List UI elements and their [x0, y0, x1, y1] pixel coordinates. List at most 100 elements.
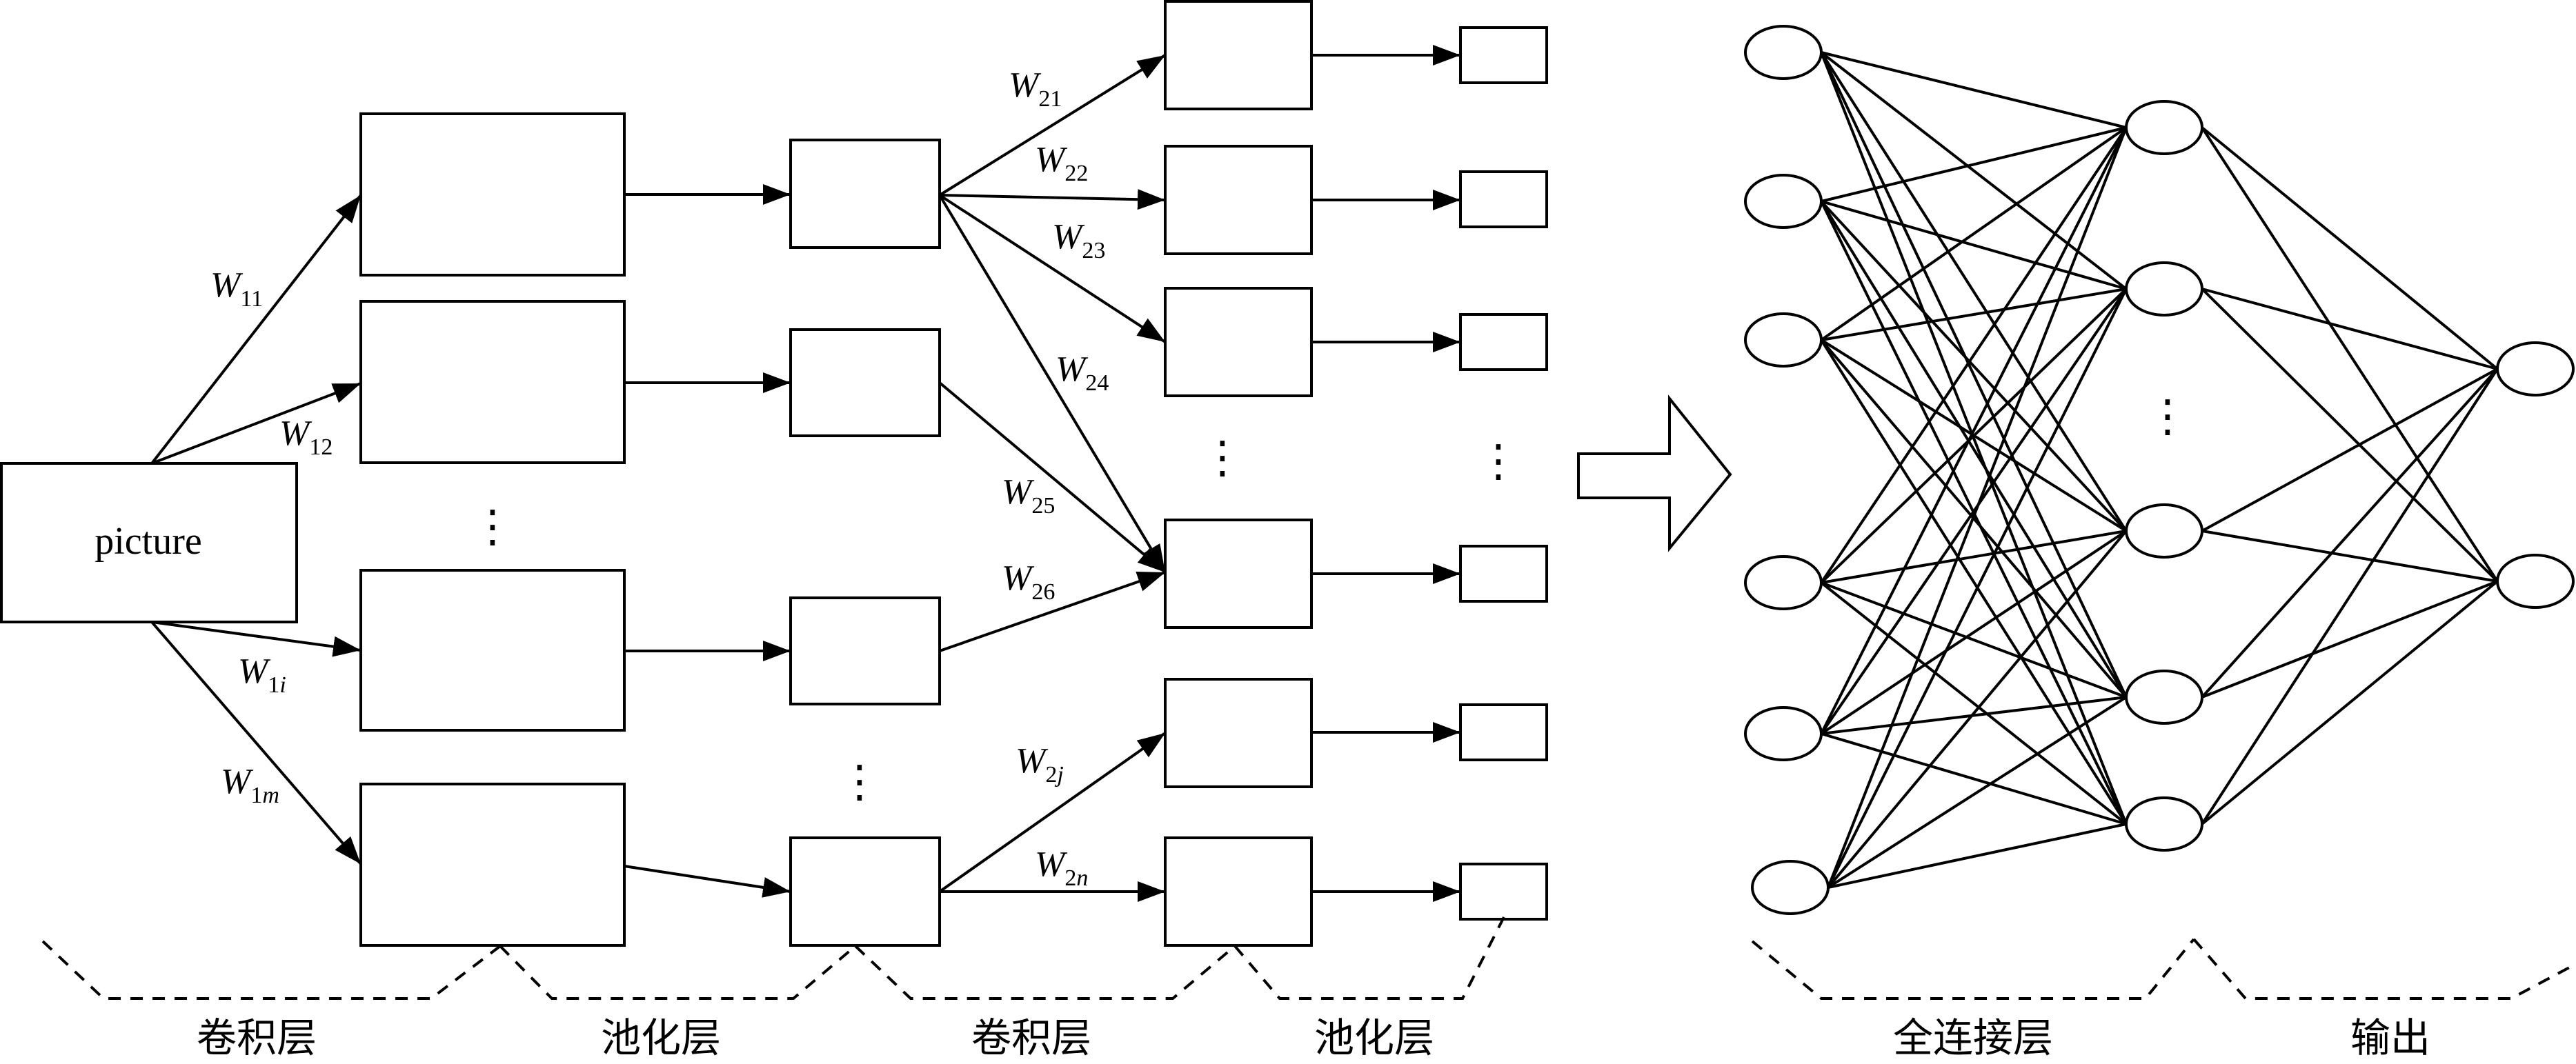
- pool1-ellipsis: ⋮: [838, 756, 882, 807]
- weight-label-w21: W21: [1009, 66, 1062, 112]
- section-braces: [41, 916, 2574, 1000]
- pool1-map-2: [789, 328, 941, 437]
- fc-hidden-node: [2125, 100, 2203, 155]
- weight-label-w2n: W2n: [1035, 845, 1088, 891]
- fc-hidden-node: [2125, 503, 2203, 559]
- fully-connected-edges: [1820, 51, 2499, 889]
- fc-input-node: [1744, 706, 1823, 761]
- input-picture-box: picture: [0, 462, 298, 623]
- fc-edge: [1820, 127, 2128, 734]
- section-label-pool1: 池化层: [601, 1014, 721, 1061]
- fc-edge: [1827, 530, 2128, 889]
- fc-edge: [2201, 368, 2498, 532]
- weight-label-w24: W24: [1056, 350, 1109, 396]
- fc-edge: [1821, 288, 2127, 341]
- conv2-map-3: [1164, 287, 1313, 397]
- fc-input-node: [1751, 860, 1830, 915]
- fc-edge: [1820, 530, 2128, 735]
- conv2-map-4: [1164, 519, 1313, 629]
- input-to-conv1-arrows: [150, 194, 362, 865]
- pool2-map-6: [1459, 863, 1548, 921]
- section-label-output: 输出: [2350, 1014, 2430, 1061]
- fc-hidden-nodes: [2125, 100, 2203, 852]
- conv2-map-2: [1164, 145, 1313, 255]
- fc-edge: [1820, 52, 2128, 825]
- pool2-map-4: [1459, 545, 1548, 603]
- weight-label-w11: W11: [210, 265, 263, 312]
- weight-label-w12: W12: [279, 414, 333, 460]
- fc-edge: [1820, 200, 2128, 532]
- weight-label-w1i: W1i: [238, 652, 286, 698]
- fc-edge: [2201, 368, 2499, 825]
- fc-edge: [1827, 288, 2128, 888]
- weight-label-w26: W26: [1002, 559, 1055, 605]
- pool1-to-conv2-arrows: [938, 54, 1167, 902]
- conv1-feature-map-m: [359, 783, 626, 947]
- conv1-feature-map-1: [359, 112, 626, 277]
- fc-edge: [2201, 288, 2499, 583]
- fc-input-node: [1744, 174, 1823, 229]
- fc-edge: [1827, 127, 2128, 888]
- conv1-feature-map-2: [359, 300, 626, 464]
- pool1-map-m: [789, 836, 941, 947]
- fc-edge: [1821, 51, 2127, 129]
- weight-label-w25: W25: [1002, 472, 1055, 519]
- weight-label-w1m: W1m: [221, 762, 279, 808]
- fc-edge: [1821, 200, 2127, 290]
- fc-edge: [2201, 288, 2498, 370]
- input-picture-label: picture: [95, 520, 201, 563]
- weight-label-w22: W22: [1035, 140, 1088, 186]
- fc-input-node: [1744, 25, 1823, 80]
- fc-edge: [1827, 823, 2127, 889]
- fc-input-node: [1744, 555, 1823, 610]
- weight-label-w2j: W2j: [1015, 741, 1064, 787]
- output-node: [2496, 554, 2575, 609]
- fc-edge: [2201, 126, 2499, 583]
- pool1-map-1: [789, 139, 941, 249]
- output-nodes: [2496, 341, 2575, 609]
- fc-edge: [1820, 200, 2128, 699]
- fc-edge: [1820, 51, 2128, 532]
- fc-edge: [1820, 288, 2128, 584]
- fc-edge: [1820, 288, 2128, 735]
- section-label-conv1: 卷积层: [197, 1014, 317, 1061]
- section-label-fc: 全连接层: [1893, 1014, 2053, 1061]
- fc-edge: [1820, 581, 2128, 825]
- fc-edge: [1820, 339, 2128, 825]
- section-label-conv2: 卷积层: [971, 1014, 1091, 1061]
- pool1-map-i: [789, 596, 941, 705]
- conv2-ellipsis: ⋮: [1200, 432, 1245, 483]
- fc-edge: [2201, 580, 2499, 825]
- fc-edge: [2201, 580, 2498, 699]
- output-node: [2496, 341, 2575, 397]
- conv2-map-6: [1164, 836, 1313, 947]
- pool2-map-5: [1459, 703, 1548, 761]
- fc-edge: [2201, 368, 2499, 699]
- fc-edge: [1820, 126, 2128, 584]
- fc-edge: [1820, 51, 2128, 290]
- section-label-pool2: 池化层: [1314, 1014, 1434, 1061]
- fc-edge: [1821, 581, 2127, 699]
- fc-edge: [1820, 126, 2128, 341]
- pool2-map-3: [1459, 313, 1548, 371]
- fc-hidden-ellipsis: ⋮: [2146, 391, 2190, 442]
- pool2-map-2: [1459, 170, 1548, 228]
- fc-edge: [1821, 530, 2127, 584]
- pool2-ellipsis: ⋮: [1476, 436, 1520, 487]
- weight-label-w23: W23: [1052, 217, 1105, 263]
- fc-input-nodes: [1744, 25, 1830, 915]
- fc-hidden-node: [2125, 261, 2203, 317]
- conv1-to-pool1-arrows: [624, 184, 791, 898]
- conv2-map-1: [1164, 0, 1313, 110]
- fc-edge: [1827, 696, 2128, 889]
- fc-edge: [1821, 732, 2127, 825]
- pool2-map-1: [1459, 26, 1548, 84]
- conv2-to-pool2-arrows: [1311, 45, 1460, 902]
- fc-hidden-node: [2125, 796, 2203, 852]
- fc-input-node: [1744, 312, 1823, 368]
- conv1-ellipsis: ⋮: [470, 501, 515, 552]
- fc-edge: [2201, 530, 2498, 583]
- conv1-feature-map-i: [359, 569, 626, 732]
- fc-edge: [1821, 126, 2127, 203]
